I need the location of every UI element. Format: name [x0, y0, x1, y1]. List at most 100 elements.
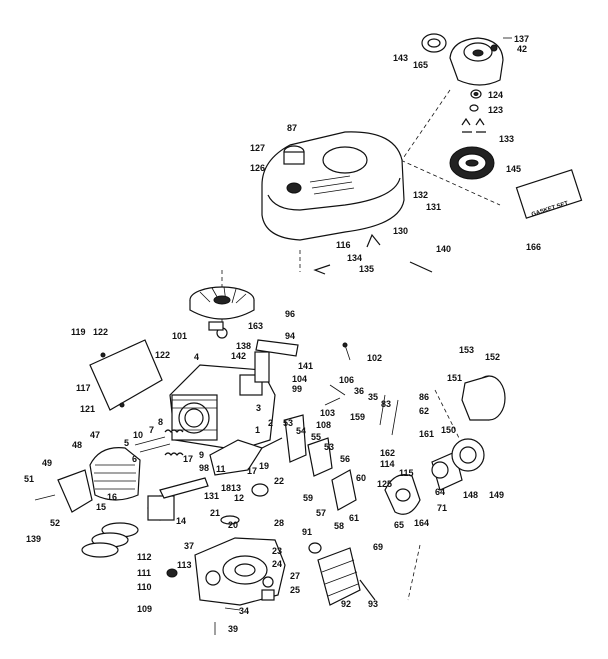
callout: 61: [349, 513, 359, 523]
cylinder-baffle: [89, 339, 163, 411]
fuel-tank-icon: [261, 131, 433, 275]
callout: 83: [381, 399, 391, 409]
callout: 39: [228, 624, 238, 634]
callout: 8: [158, 417, 163, 427]
callout: 127: [250, 143, 265, 153]
callout: 119: [71, 327, 86, 337]
callout: 20: [228, 520, 238, 530]
callout: 2: [268, 418, 273, 428]
callout: 49: [42, 458, 52, 468]
valve-springs: [134, 429, 184, 456]
callout: 18: [221, 483, 231, 493]
callout: 57: [316, 508, 326, 518]
callout: 48: [72, 440, 82, 450]
gasket-set-package: GASKET SET: [515, 169, 583, 219]
callout: 91: [302, 527, 312, 537]
callout: 17: [183, 454, 193, 464]
callout: 139: [26, 534, 41, 544]
callout-labels: 137 42 143 165 124 123 133 145 87 127 12…: [24, 34, 541, 634]
callout: 69: [373, 542, 383, 552]
callout: 87: [287, 123, 297, 133]
callout: 23: [272, 546, 282, 556]
callout: 101: [172, 331, 187, 341]
callout: 53: [324, 442, 334, 452]
callout: 132: [413, 190, 428, 200]
callout: 54: [296, 426, 306, 436]
callout: 125: [377, 479, 392, 489]
callout: 109: [137, 604, 152, 614]
callout: 148: [463, 490, 478, 500]
callout: 60: [356, 473, 366, 483]
callout: 17: [247, 466, 257, 476]
callout: 71: [437, 503, 447, 513]
callout: 163: [248, 321, 263, 331]
callout: 159: [350, 412, 365, 422]
callout: 145: [506, 164, 521, 174]
callout: 3: [256, 403, 261, 413]
callout: 64: [435, 487, 445, 497]
callout: 14: [176, 516, 186, 526]
callout: 111: [137, 568, 151, 578]
callout: 11: [216, 464, 226, 474]
callout: 135: [359, 264, 374, 274]
callout: 121: [80, 404, 95, 414]
callout: 27: [290, 571, 300, 581]
callout: 65: [394, 520, 404, 530]
callout: 34: [239, 606, 249, 616]
callout: 106: [339, 375, 354, 385]
callout: 35: [368, 392, 378, 402]
callout: 164: [414, 518, 429, 528]
callout: 96: [285, 309, 295, 319]
callout: 37: [184, 541, 194, 551]
callout: 28: [274, 518, 284, 528]
callout: 6: [132, 454, 137, 464]
muffler-icon: [451, 375, 506, 472]
callout: 130: [393, 226, 408, 236]
callout: 124: [488, 90, 503, 100]
callout: 116: [336, 240, 351, 250]
callout: 22: [274, 476, 284, 486]
callout: 42: [517, 44, 527, 54]
callout: 94: [285, 331, 295, 341]
callout: 98: [199, 463, 209, 473]
callout: 126: [250, 163, 265, 173]
callout: 24: [272, 559, 282, 569]
callout: 1: [255, 425, 260, 435]
callout: 62: [419, 406, 429, 416]
recoil-starter-icon: [421, 33, 512, 133]
callout: 122: [93, 327, 108, 337]
callout: 166: [526, 242, 541, 252]
callout: 131: [204, 491, 219, 501]
callout: 113: [177, 560, 192, 570]
callout: 153: [459, 345, 474, 355]
callout: 25: [290, 585, 300, 595]
callout: 59: [303, 493, 313, 503]
callout: 86: [419, 392, 429, 402]
callout: 58: [334, 521, 344, 531]
callout: 53: [283, 418, 293, 428]
callout: 9: [199, 450, 204, 460]
callout: 15: [96, 502, 106, 512]
callout: 117: [76, 383, 91, 393]
callout: 16: [107, 492, 117, 502]
callout: 138: [236, 341, 251, 351]
callout: 149: [489, 490, 504, 500]
callout: 134: [347, 253, 362, 263]
air-filter-icon: [308, 542, 376, 606]
callout: 102: [367, 353, 382, 363]
callout: 141: [298, 361, 313, 371]
callout: 162: [380, 448, 395, 458]
callout: 99: [292, 384, 302, 394]
callout: 115: [399, 468, 414, 478]
callout: 93: [368, 599, 378, 609]
crankcase-cover: [166, 537, 286, 606]
starter-pulley-icon: [449, 146, 495, 180]
crankshaft-icon: [159, 437, 283, 525]
callout: 123: [488, 105, 503, 115]
piston-rings: [81, 495, 175, 558]
callout: 152: [485, 352, 500, 362]
callout: 114: [380, 459, 395, 469]
callout: 51: [24, 474, 34, 484]
callout: 5: [124, 438, 129, 448]
callout: 142: [231, 351, 246, 361]
